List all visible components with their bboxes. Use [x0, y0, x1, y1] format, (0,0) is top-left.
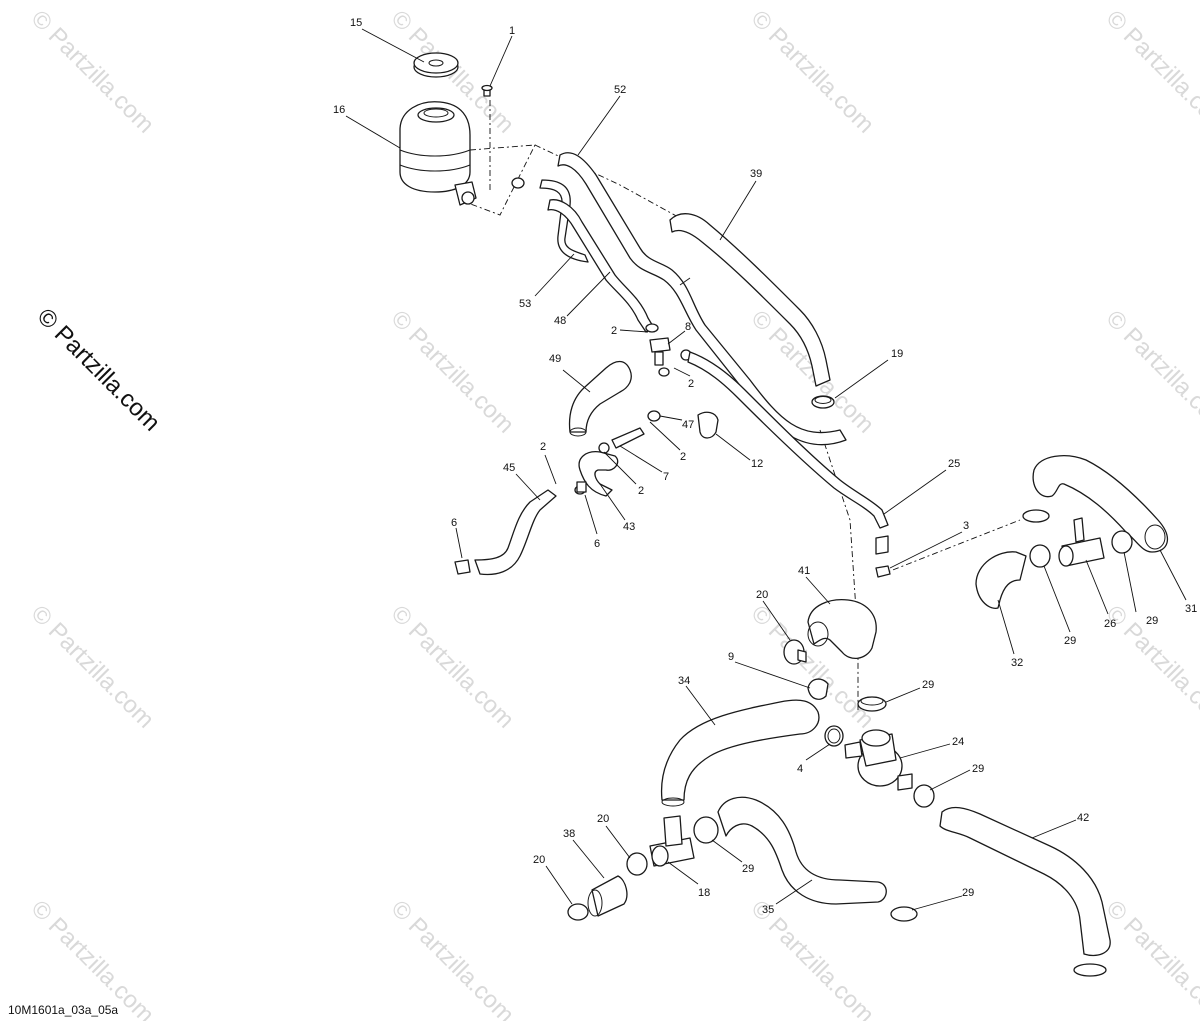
callout-12: 12: [751, 458, 763, 470]
clamp-9-part: [807, 678, 829, 700]
radiator-cap-part: [413, 52, 459, 78]
callout-7: 7: [663, 471, 669, 483]
partzilla-watermark: © Partzilla.com: [32, 303, 165, 436]
callout-2: 2: [688, 378, 694, 390]
clamp-29-part: [1111, 530, 1133, 554]
callout-24: 24: [952, 736, 964, 748]
callout-2: 2: [540, 441, 546, 453]
callout-49: 49: [549, 353, 561, 365]
clamp-29-part: [1022, 509, 1050, 523]
leader-lines: [345, 28, 1187, 911]
alignment-lines: [459, 100, 1021, 710]
callout-34: 34: [678, 675, 690, 687]
hose-34-part: [660, 699, 820, 807]
watermark-tile: © Partzilla.com: [26, 600, 159, 733]
clamp-20-part: [783, 639, 807, 665]
elbow-41-part: [807, 599, 877, 659]
breather-hose-part: [539, 179, 589, 263]
bracket-12-part: [697, 411, 719, 439]
callout-29: 29: [1064, 635, 1076, 647]
watermark-tile: © Partzilla.com: [386, 600, 519, 733]
callout-4: 4: [797, 763, 803, 775]
hose-52-part: [557, 152, 847, 446]
callout-20: 20: [597, 813, 609, 825]
hose-45-part: [474, 485, 586, 576]
clamp-29-part: [890, 906, 918, 922]
callout-16: 16: [333, 104, 345, 116]
sleeve-38-part: [587, 875, 628, 917]
callout-29: 29: [922, 679, 934, 691]
callout-45: 45: [503, 462, 515, 474]
watermark-tile: © Partzilla.com: [386, 305, 519, 438]
thermostat-housing-part: [844, 729, 913, 791]
callout-29: 29: [742, 863, 754, 875]
callout-43: 43: [623, 521, 635, 533]
clamp-29-part: [857, 696, 887, 712]
callout-6: 6: [451, 517, 457, 529]
callout-29: 29: [1146, 615, 1158, 627]
hose-25-part: [687, 351, 889, 555]
callout-2: 2: [638, 485, 644, 497]
callout-31: 31: [1185, 603, 1197, 615]
watermark-tile: © Partzilla.com: [26, 5, 159, 138]
fitting-3-part: [875, 565, 891, 578]
elbow-32-part: [975, 551, 1027, 609]
callout-41: 41: [798, 565, 810, 577]
hose-7-part: [598, 410, 661, 454]
callout-3: 3: [963, 520, 969, 532]
watermark-tile: © Partzilla.com: [386, 895, 519, 1021]
clamp-29-part: [693, 816, 719, 844]
callout-48: 48: [554, 315, 566, 327]
callout-8: 8: [685, 321, 691, 333]
callout-47: 47: [682, 419, 694, 431]
t-fitting-18-part: [649, 815, 695, 867]
clamp-20-part: [567, 903, 589, 921]
small-clamp-part: [511, 177, 525, 189]
watermark-tile: © Partzilla.com: [746, 5, 879, 138]
callout-29: 29: [972, 763, 984, 775]
callout-labels: 15 1 16 52 39 53 48 2 8 2 49 19 47 2 2 1…: [333, 17, 1197, 916]
diagram-reference-code: 10M1601a_03a_05a: [8, 1003, 118, 1017]
hose-35-part: [717, 796, 887, 905]
clamp-6-part: [454, 481, 587, 575]
clamp-29-part: [1073, 963, 1107, 977]
callout-35: 35: [762, 904, 774, 916]
callout-25: 25: [948, 458, 960, 470]
callout-6: 6: [594, 538, 600, 550]
callout-39: 39: [750, 168, 762, 180]
clamp-19-part: [811, 395, 835, 409]
callout-32: 32: [1011, 657, 1023, 669]
callout-19: 19: [891, 348, 903, 360]
hose-31-part: [1032, 455, 1168, 553]
t-fitting-26-part: [1058, 517, 1105, 567]
callout-38: 38: [563, 828, 575, 840]
hose-43-part: [578, 451, 619, 497]
clamp-20-part: [626, 852, 648, 876]
callout-15: 15: [350, 17, 362, 29]
callout-42: 42: [1077, 812, 1089, 824]
callout-1: 1: [509, 25, 515, 37]
callout-2: 2: [680, 451, 686, 463]
callout-52: 52: [614, 84, 626, 96]
watermark-tile: © Partzilla.com: [1101, 305, 1200, 438]
callout-20: 20: [756, 589, 768, 601]
oring-4-part: [824, 725, 844, 747]
expansion-tank-part: [399, 101, 477, 206]
callout-18: 18: [698, 887, 710, 899]
callout-26: 26: [1104, 618, 1116, 630]
callout-2: 2: [611, 325, 617, 337]
clamp-29-part: [1029, 544, 1051, 568]
callout-53: 53: [519, 298, 531, 310]
callout-9: 9: [728, 651, 734, 663]
callout-29: 29: [962, 887, 974, 899]
watermark-tile: © Partzilla.com: [1101, 5, 1200, 138]
elbow-hose-49-part: [568, 360, 632, 437]
callout-20: 20: [533, 854, 545, 866]
watermark-tile: © Partzilla.com: [1101, 895, 1200, 1021]
screw-part: [481, 84, 493, 97]
hose-39-part: [669, 213, 831, 387]
hose-42-part: [939, 806, 1111, 957]
clamp-29-part: [913, 784, 935, 808]
